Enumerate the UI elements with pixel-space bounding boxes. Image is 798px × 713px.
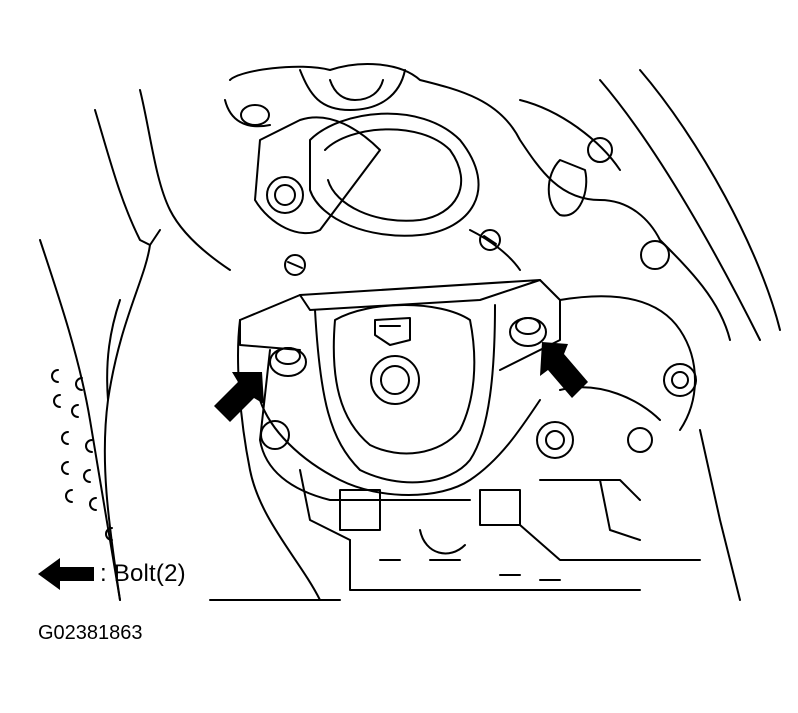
rail-holes [51,369,113,541]
mount-bolt-left [269,347,307,377]
legend: : Bolt(2) [36,556,186,592]
engine-housing [224,63,731,341]
arrow-to-left-bolt [214,372,264,422]
bolt-arrow-icon [38,558,94,590]
transmission-case [209,295,741,601]
figure-id: G02381863 [38,622,143,644]
legend-label: : Bolt(2) [100,560,186,587]
arrow-to-right-bolt [540,342,588,398]
mount-insulator [314,304,496,484]
frame-rail [39,89,231,601]
mount-bolt-right [509,317,547,347]
upper-bracket [254,116,381,235]
mount-bracket [239,279,561,501]
right-panel [599,69,781,341]
